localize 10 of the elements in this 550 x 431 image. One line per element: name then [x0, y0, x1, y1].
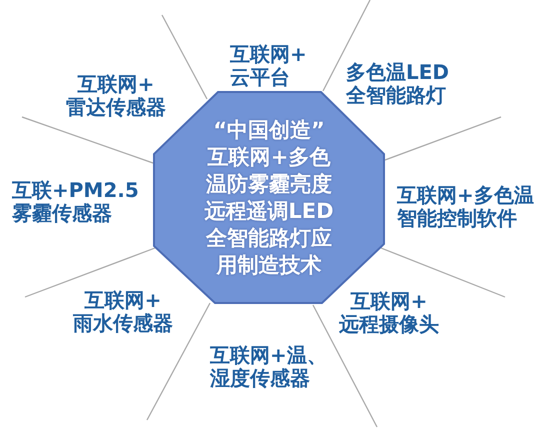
sector-label: 互联网+雷达传感器 [65, 73, 167, 119]
sector-label: 互联+PM2.5雾霾传感器 [12, 179, 139, 225]
sector-label: 互联网+雨水传感器 [72, 289, 174, 335]
heading-text: “中国创造” [213, 116, 325, 144]
sector-label: 互联网+远程摄像头 [338, 290, 440, 336]
sector-label: 互联网+云平台 [230, 43, 307, 89]
sector-label: 互联网+温、湿度传感器 [210, 344, 327, 390]
body-text: 互联网+多色温防雾霾亮度远程遥调LED全智能路灯应用制造技术 [204, 144, 334, 278]
sector-label: 互联网+多色温智能控制软件 [397, 184, 534, 230]
sector-label: 多色温LED全智能路灯 [346, 61, 450, 107]
